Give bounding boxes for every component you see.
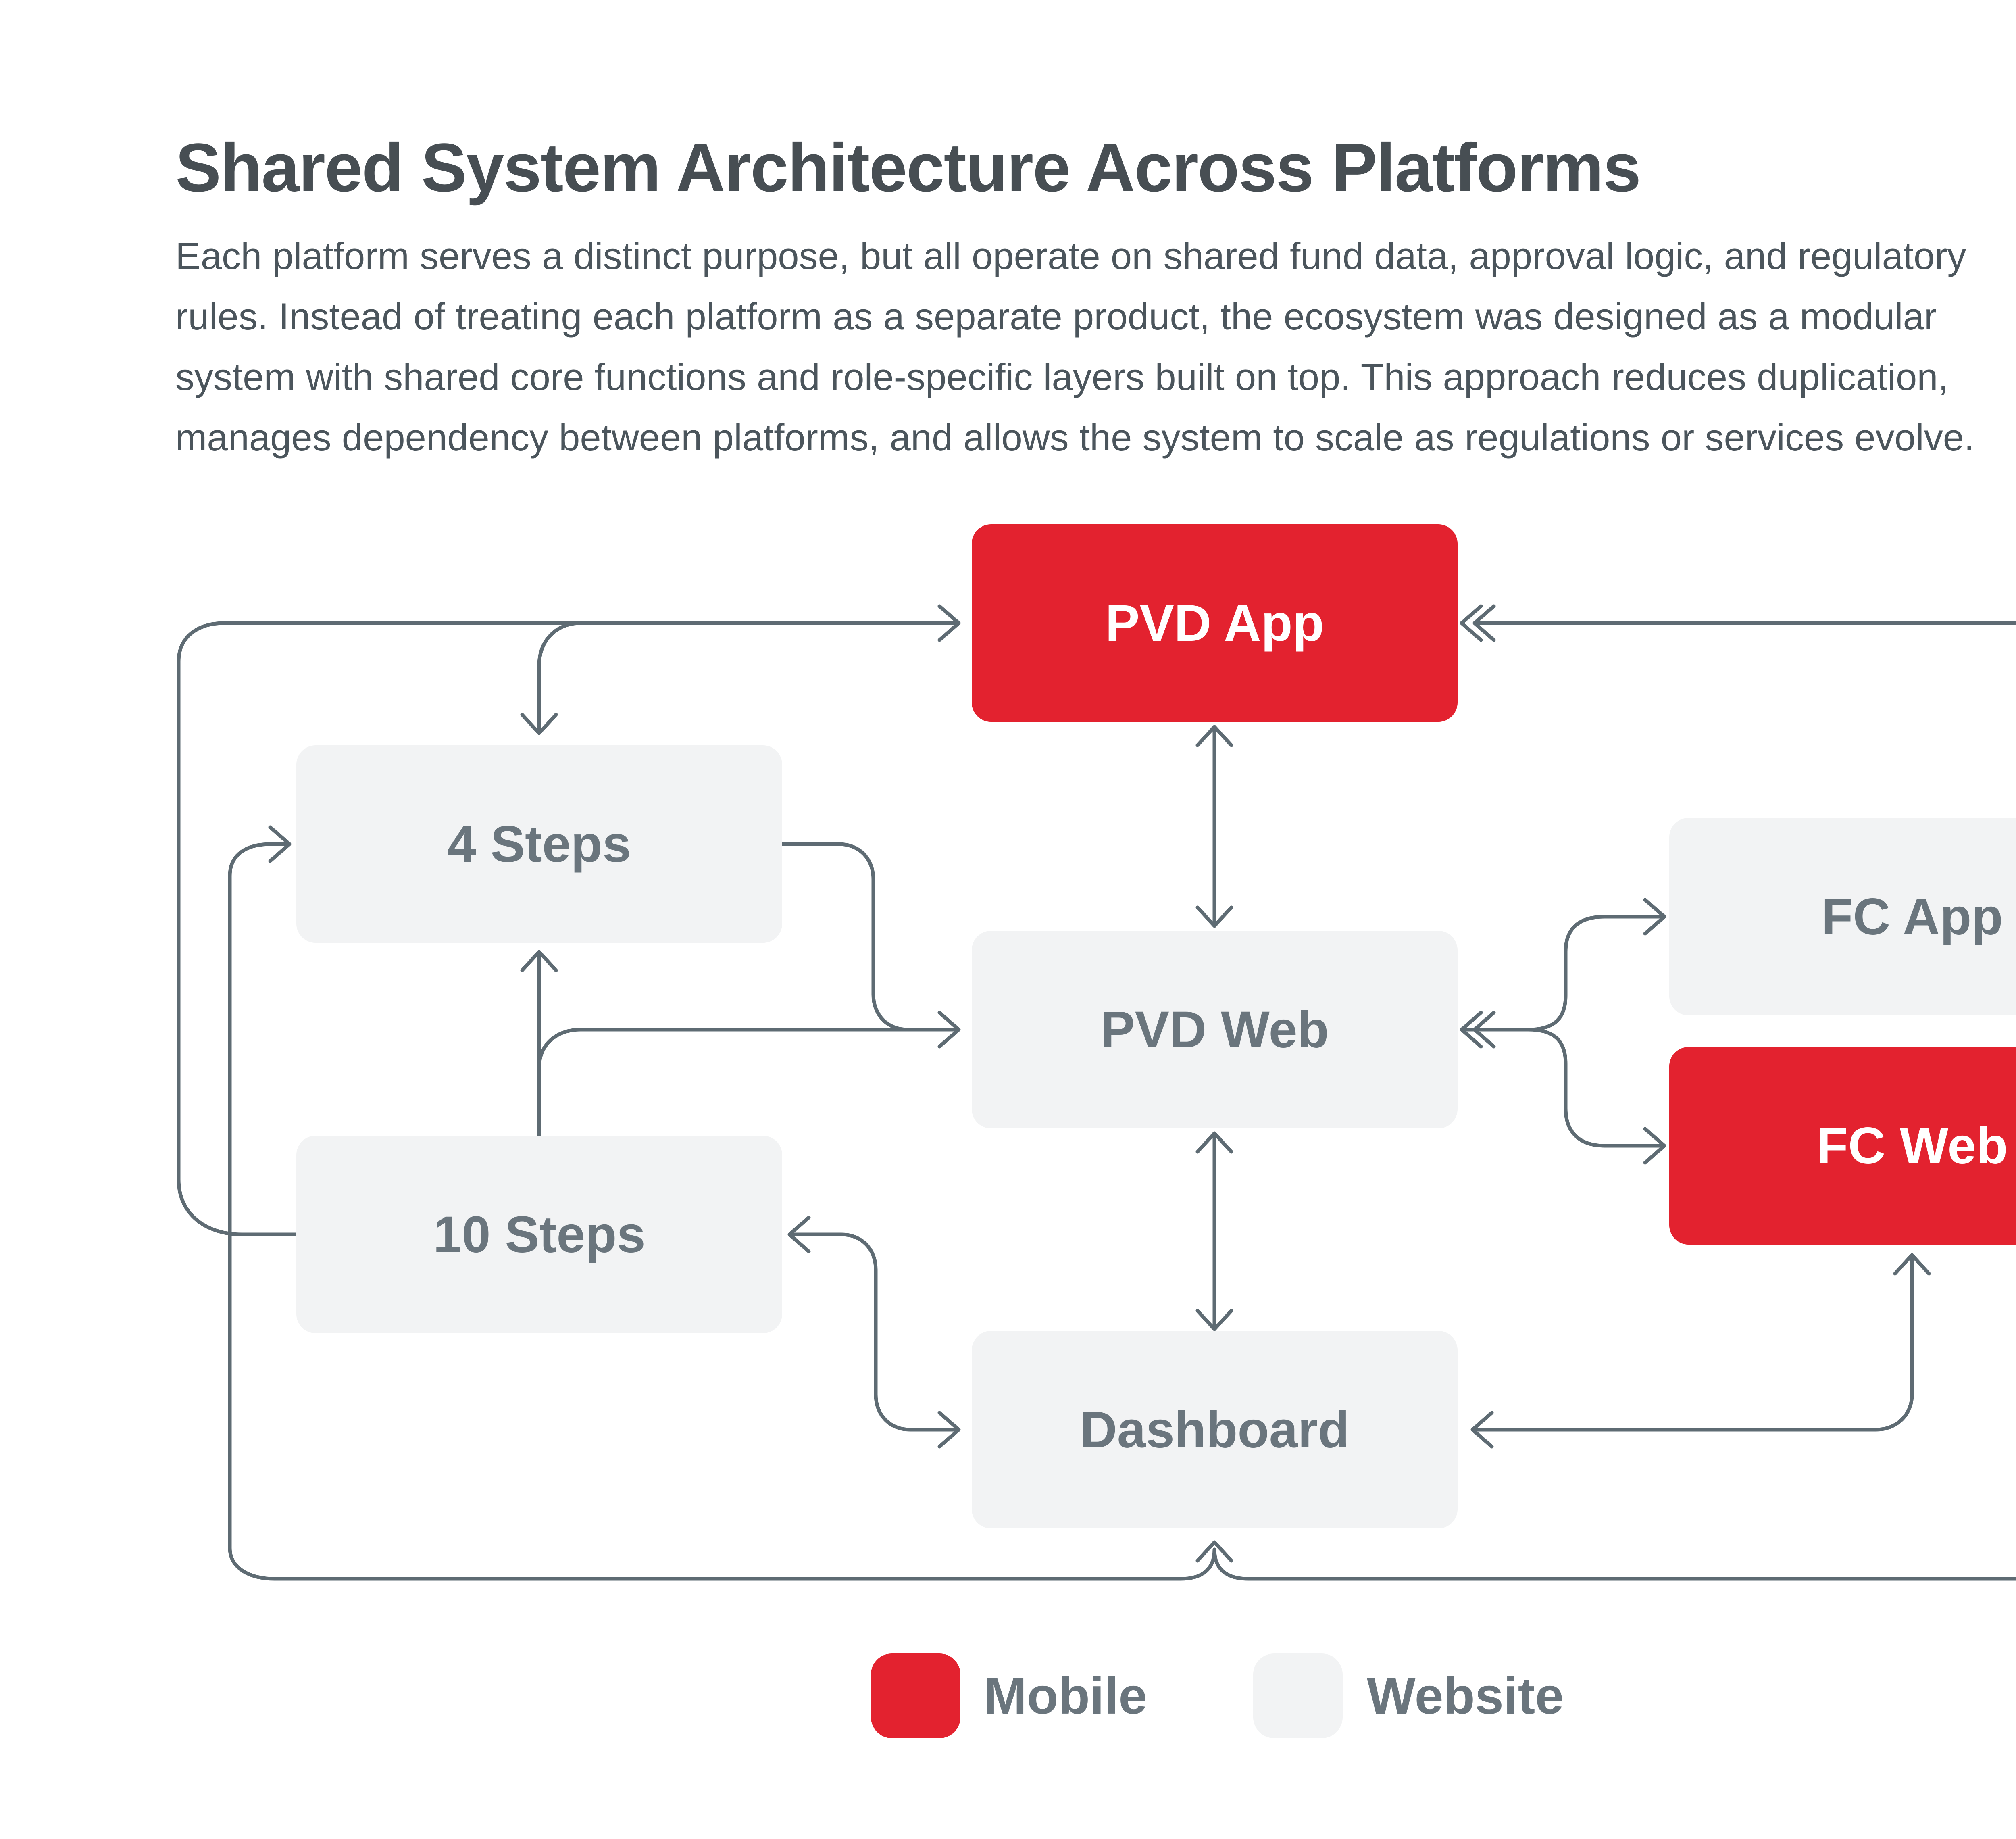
- node-label: 4 Steps: [447, 815, 631, 873]
- node-label: 10 Steps: [433, 1205, 646, 1264]
- edge-dashboard-fcweb: [1470, 1253, 1931, 1449]
- edge-toploop-to-foursteps: [520, 621, 583, 735]
- edge-bottomline-foursteps: [228, 825, 292, 1550]
- edge-foursteps-to-pvdweb: [780, 842, 910, 1032]
- node-pvd-web: PVD Web: [972, 931, 1458, 1128]
- edge-pvdweb-fcfork: [1460, 898, 1666, 1165]
- node-pvd-app: PVD App: [972, 524, 1458, 722]
- edge-tensteps-to-foursteps: [520, 950, 558, 1138]
- edge-pvdapp-pvdweb: [1195, 725, 1233, 928]
- node-label: PVD Web: [1100, 1001, 1329, 1059]
- node-four-steps: 4 Steps: [296, 745, 782, 943]
- page-description: Each platform serves a distinct purpose,…: [175, 226, 1974, 468]
- edge-bottomline-dashboard: [228, 1540, 1250, 1581]
- legend-label-mobile: Mobile: [984, 1667, 1148, 1725]
- description-line: Each platform serves a distinct purpose,…: [175, 235, 1966, 277]
- page-title: Shared System Architecture Across Platfo…: [175, 129, 1641, 206]
- edge-fc-to-pvdapp-loop: [1246, 604, 2016, 1581]
- edge-pvdweb-dashboard: [1195, 1131, 1233, 1331]
- node-fc-app: FC App: [1669, 818, 2016, 1015]
- description-line: system with shared core functions and ro…: [175, 356, 1949, 398]
- description-line: rules. Instead of treating each platform…: [175, 295, 1937, 338]
- legend-swatch-website: [1253, 1653, 1343, 1738]
- node-label: FC Web: [1816, 1117, 2008, 1175]
- edge-tensteps-to-pvdweb: [537, 1011, 961, 1070]
- edge-tensteps-dashboard: [787, 1216, 961, 1449]
- node-label: PVD App: [1105, 594, 1324, 652]
- node-label: FC App: [1821, 888, 2003, 946]
- node-label: Dashboard: [1080, 1401, 1350, 1459]
- edge-tensteps-to-pvdapp: [177, 604, 961, 1236]
- description-line: manages dependency between platforms, an…: [175, 416, 1975, 459]
- node-dashboard: Dashboard: [972, 1331, 1458, 1528]
- node-ten-steps: 10 Steps: [296, 1136, 782, 1333]
- legend-swatch-mobile: [871, 1653, 960, 1738]
- legend: Mobile Website: [0, 1653, 2016, 1738]
- node-fc-web: FC Web: [1669, 1047, 2016, 1245]
- legend-label-website: Website: [1367, 1667, 1564, 1725]
